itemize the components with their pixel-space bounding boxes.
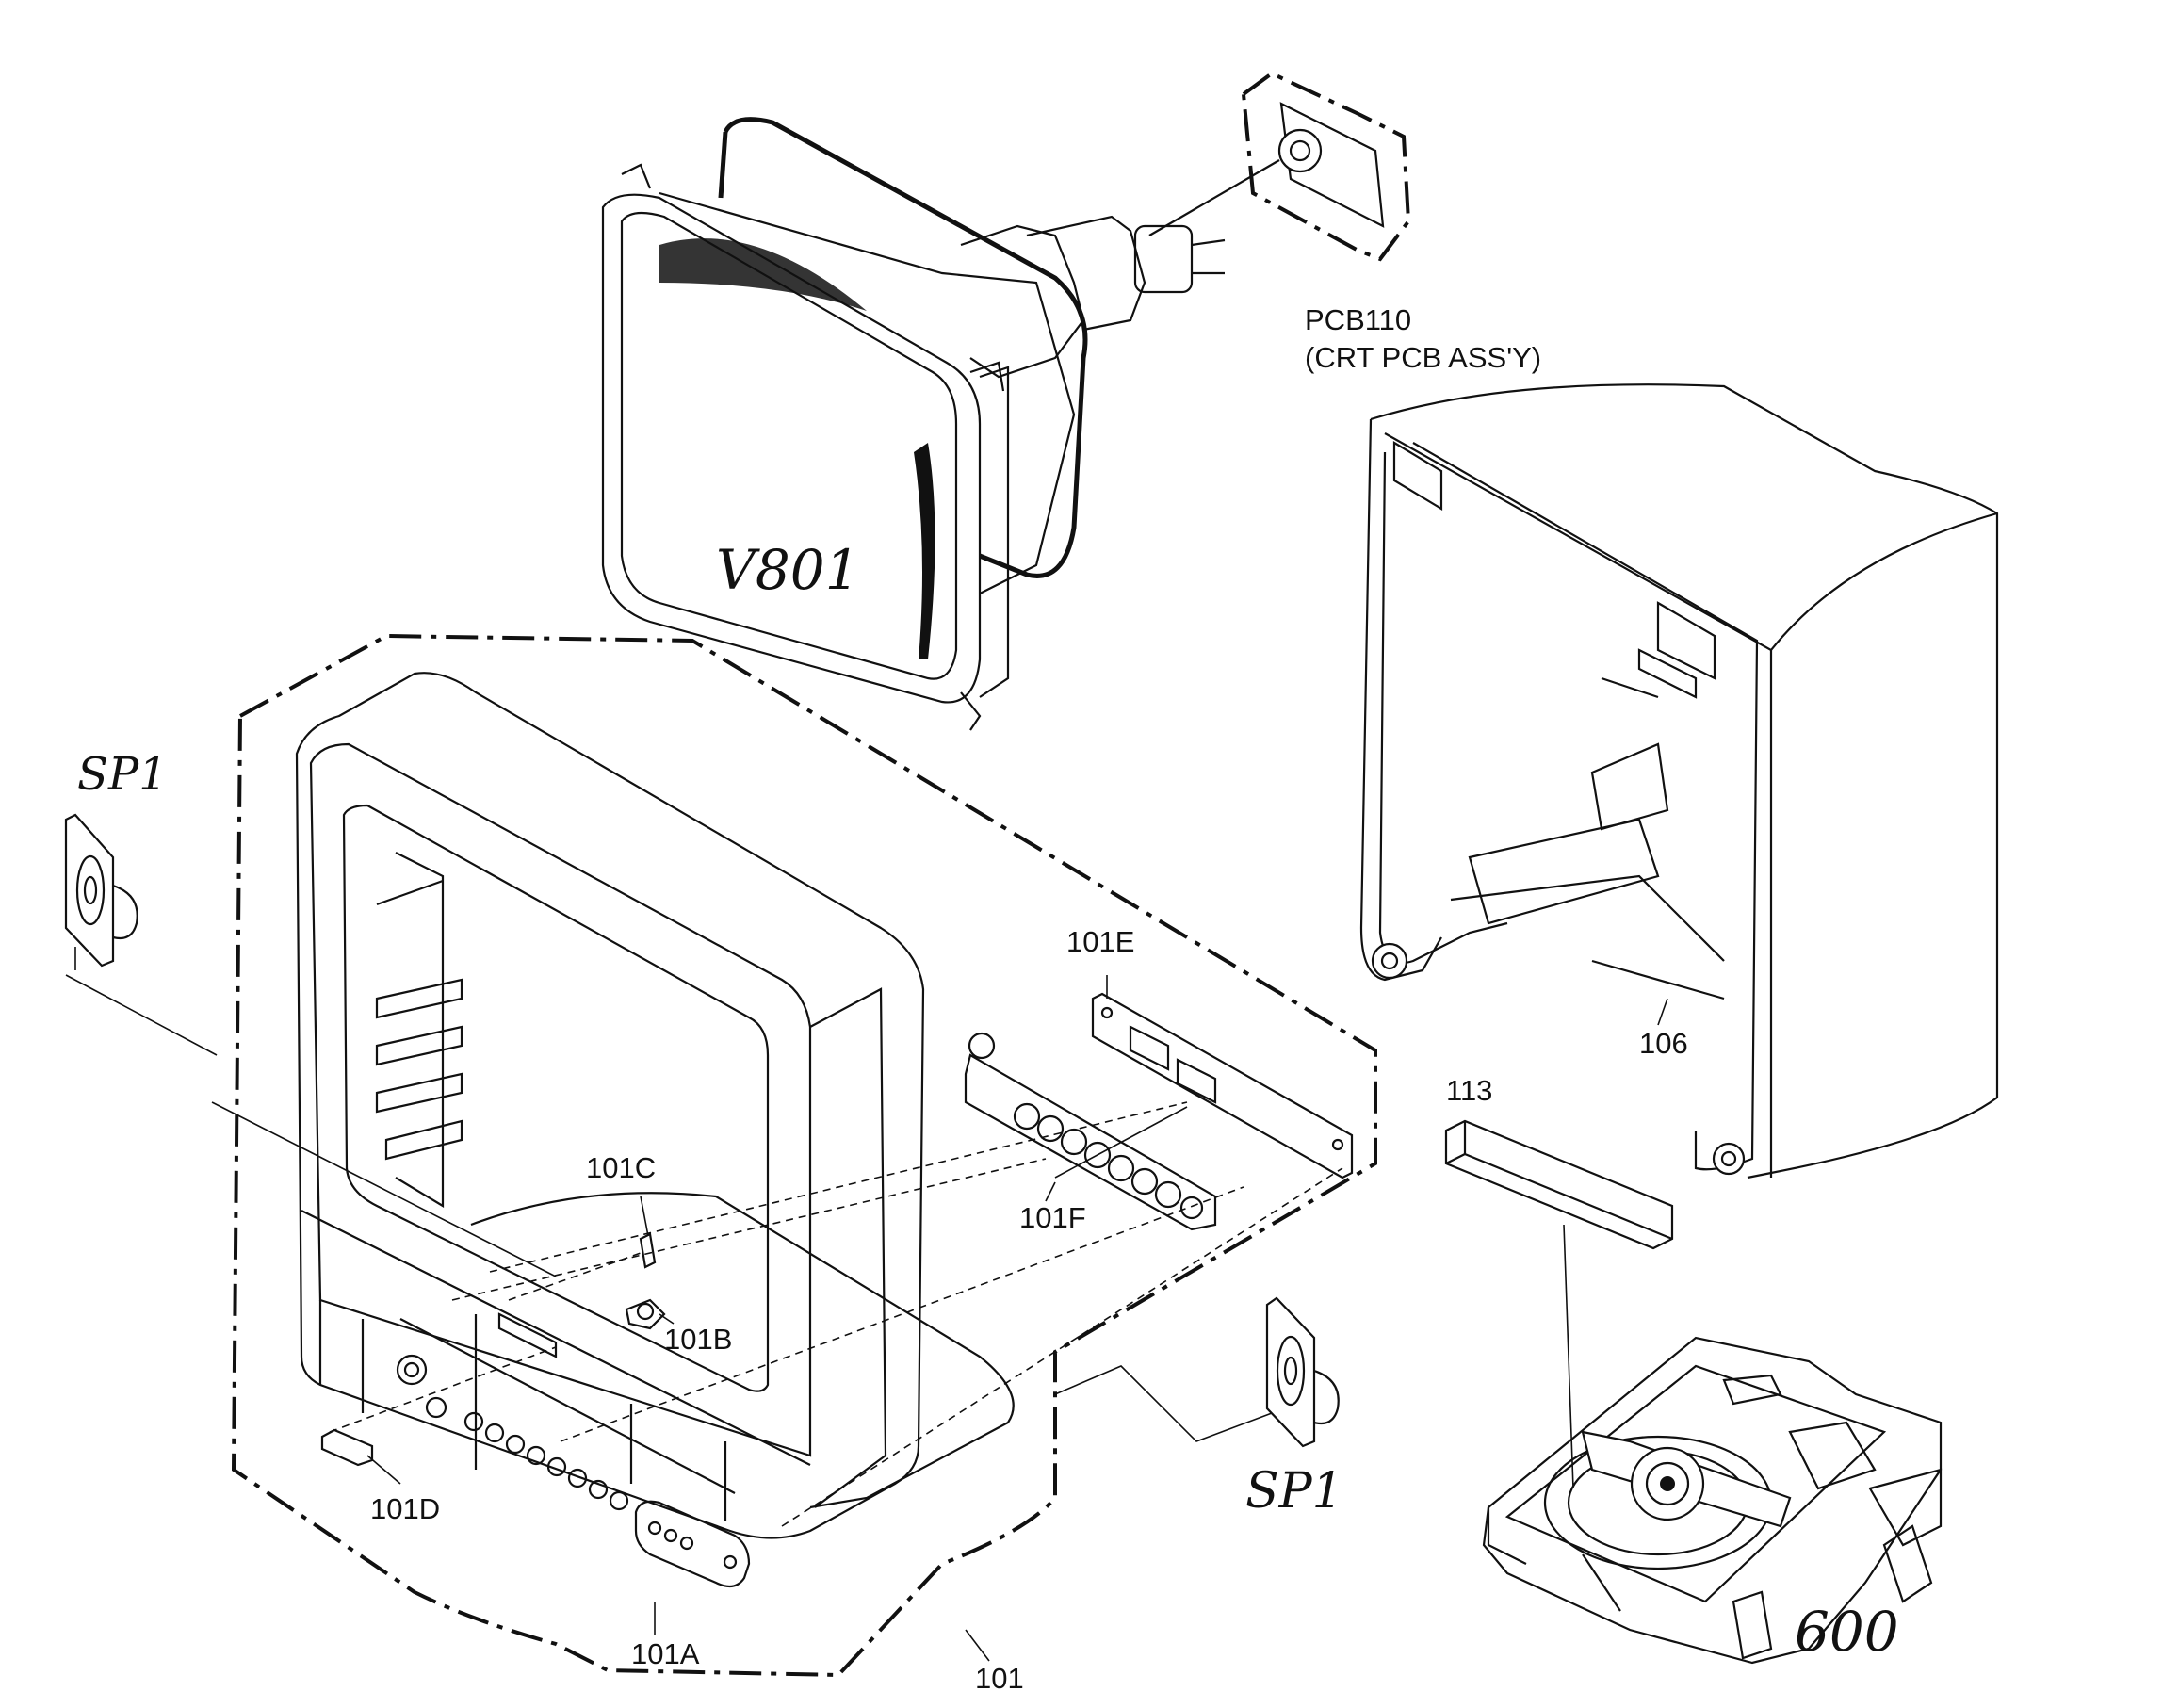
crt-pcb-assy-label: (CRT PCB ASS'Y) [1305, 341, 1541, 374]
crt-picture-tube [601, 117, 1226, 731]
pcb110-label: PCB110 [1305, 303, 1411, 336]
part-101f-button-board [964, 1032, 1217, 1231]
part-101d-label: 101D [370, 1492, 440, 1525]
part-113-strip [1444, 1119, 1674, 1489]
part-101-label: 101 [975, 1662, 1024, 1695]
sp1-left-label: SP1 [77, 748, 168, 801]
crt-pcb-assembly [1148, 71, 1411, 262]
part-101c [639, 1196, 657, 1269]
part-101e-pcb [1091, 975, 1354, 1179]
part-101b [625, 1298, 675, 1330]
front-cabinet-group-outline [231, 633, 1377, 1678]
part-101c-label: 101C [586, 1151, 656, 1184]
part-101a-label: 101A [631, 1637, 700, 1670]
speaker-left [64, 813, 138, 970]
dvd-loader-600 [1482, 1336, 1943, 1665]
front-cabinet [295, 672, 1015, 1588]
part-101b-label: 101B [664, 1323, 732, 1356]
part-101d [320, 1428, 401, 1485]
speaker-right [1054, 1296, 1340, 1448]
assembly-leader-lines [65, 974, 1343, 1527]
rear-cabinet [1359, 383, 1999, 1179]
part-106-label: 106 [1639, 1027, 1688, 1060]
part-101f-label: 101F [1019, 1201, 1086, 1234]
sp1-right-label: SP1 [1245, 1463, 1343, 1520]
part-113-label: 113 [1446, 1074, 1492, 1107]
part-600-label: 600 [1795, 1600, 1899, 1664]
v801-label: V801 [716, 538, 860, 602]
part-101e-label: 101E [1066, 925, 1134, 958]
